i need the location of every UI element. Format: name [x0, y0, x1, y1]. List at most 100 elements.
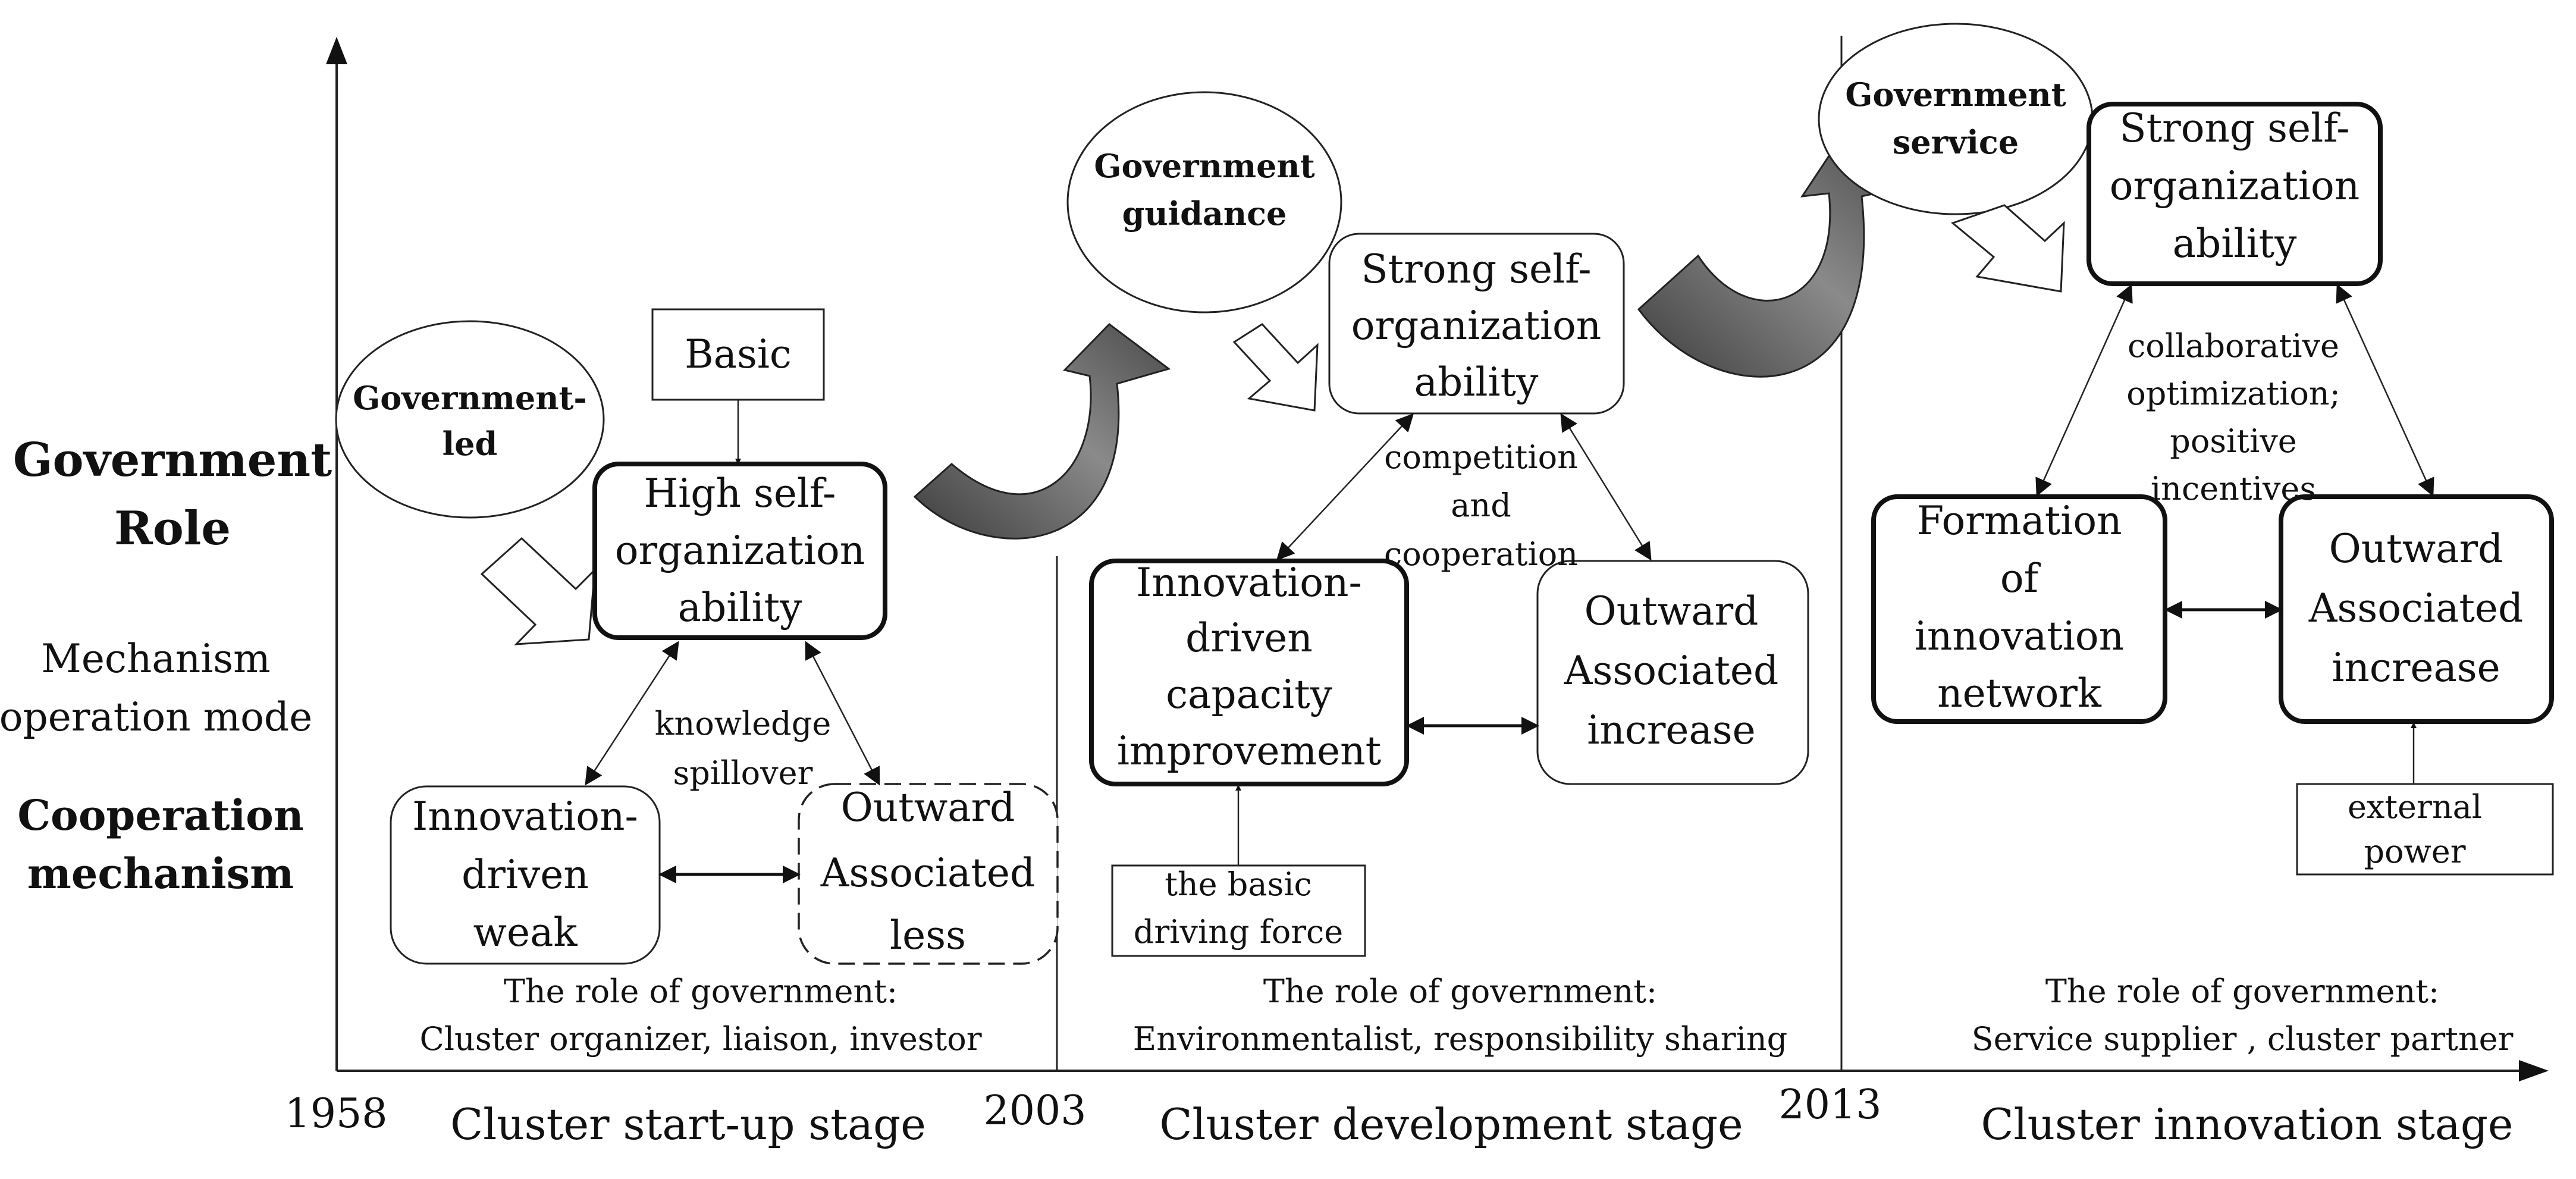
- outward-associated-increase-box-stage2: [1536, 560, 1809, 785]
- outward-associated-less-text: Outward Associated less: [820, 785, 1035, 958]
- mechanism-operation-mode-label: Mechanism operation mode: [0, 636, 312, 740]
- outward-associated-increase-text-stage3: Outward Associated increase: [2308, 526, 2523, 691]
- svg-text:power: power: [2364, 833, 2465, 870]
- svg-text:external: external: [2348, 788, 2482, 826]
- basic-box-label: Basic: [685, 331, 792, 377]
- svg-text:Environmentalist, responsibili: Environmentalist, responsibility sharing: [1133, 1020, 1787, 1058]
- svg-text:service: service: [1893, 123, 2019, 161]
- year-2013: 2013: [1778, 1081, 1881, 1128]
- svg-text:Outward: Outward: [2329, 526, 2503, 572]
- svg-text:led: led: [443, 425, 498, 463]
- svg-text:knowledge: knowledge: [655, 705, 832, 742]
- innovation-capacity-box: [1089, 559, 1409, 786]
- svg-text:Outward: Outward: [1584, 588, 1759, 634]
- svg-text:mechanism: mechanism: [27, 849, 294, 898]
- core-to-outward-arrow: [805, 641, 880, 786]
- svg-text:driven: driven: [1185, 615, 1313, 661]
- svg-text:driving force: driving force: [1134, 913, 1343, 951]
- stage-startup-label: Cluster start-up stage: [450, 1099, 926, 1149]
- svg-text:capacity: capacity: [1166, 672, 1333, 717]
- y-axis-arrowhead: [326, 37, 347, 64]
- svg-text:cooperation: cooperation: [1384, 535, 1578, 573]
- svg-text:Role: Role: [114, 501, 231, 556]
- government-led-text: Government- led: [353, 379, 587, 463]
- svg-text:Government: Government: [1094, 147, 1314, 185]
- government-role-label: Government Role: [13, 433, 332, 556]
- cooperation-mechanism-label: Cooperation mechanism: [17, 791, 303, 898]
- svg-text:Strong self-: Strong self-: [1361, 246, 1591, 292]
- svg-text:the basic: the basic: [1165, 866, 1312, 903]
- svg-text:positive: positive: [2170, 422, 2297, 460]
- svg-text:driven: driven: [462, 852, 589, 898]
- hollow-arrow-stage2: [1232, 323, 1319, 412]
- svg-text:High self-: High self-: [644, 471, 836, 516]
- stage1-role-caption: The role of government: Cluster organize…: [419, 973, 981, 1058]
- svg-text:Innovation-: Innovation-: [412, 794, 638, 839]
- svg-text:improvement: improvement: [1117, 728, 1381, 774]
- svg-text:innovation: innovation: [1915, 613, 2124, 659]
- svg-text:Strong self-: Strong self-: [2119, 105, 2349, 151]
- svg-text:Outward: Outward: [841, 785, 1015, 830]
- core-to-innovation-arrow: [585, 641, 679, 786]
- svg-text:ability: ability: [1414, 359, 1539, 405]
- transition-arrow-1: [913, 323, 1171, 540]
- innovation-network-text: Formation of innovation network: [1915, 498, 2124, 716]
- strong-self-organization-text-stage3: Strong self- organization ability: [2110, 105, 2360, 266]
- external-power-box: [2296, 783, 2554, 876]
- hollow-arrow-stage3: [1950, 204, 2065, 293]
- x-axis-arrowhead: [2519, 1060, 2549, 1081]
- high-self-organization-text: High self- organization ability: [615, 471, 865, 631]
- transition-arrow-2: [1637, 138, 1904, 378]
- svg-text:ability: ability: [2173, 221, 2297, 266]
- svg-text:less: less: [890, 913, 966, 958]
- stage-innovation-label: Cluster innovation stage: [1981, 1099, 2513, 1149]
- core-to-innovation-arrow-stage2: [1276, 413, 1414, 561]
- svg-text:Associated: Associated: [820, 850, 1035, 896]
- svg-text:of: of: [2000, 556, 2041, 601]
- core-to-outward-arrow-stage2: [1560, 413, 1652, 561]
- external-power-text: external power: [2348, 788, 2482, 870]
- year-1958: 1958: [284, 1090, 387, 1137]
- innovation-driven-weak-text: Innovation- driven weak: [412, 794, 638, 955]
- svg-text:Associated: Associated: [2308, 585, 2523, 631]
- svg-text:optimization;: optimization;: [2126, 375, 2340, 412]
- government-service-ellipse: [1818, 23, 2094, 215]
- svg-text:The role of government:: The role of government:: [504, 973, 898, 1010]
- svg-text:network: network: [1937, 670, 2102, 716]
- stage3-role-caption: The role of government: Service supplier…: [1972, 973, 2514, 1058]
- high-self-organization-box: [592, 462, 887, 640]
- government-service-text: Government service: [1845, 76, 2066, 161]
- svg-text:organization: organization: [1351, 303, 1602, 349]
- svg-text:organization: organization: [615, 528, 865, 573]
- basic-box: [651, 308, 825, 401]
- svg-text:Government: Government: [1845, 76, 2066, 114]
- svg-text:spillover: spillover: [673, 754, 813, 792]
- core-to-outward-arrow-stage3: [2336, 284, 2434, 497]
- svg-text:increase: increase: [2332, 645, 2500, 691]
- competition-cooperation-label: competition and cooperation: [1384, 438, 1578, 573]
- outward-associated-increase-text-stage2: Outward Associated increase: [1564, 588, 1778, 753]
- year-2003: 2003: [983, 1087, 1086, 1134]
- basic-driving-force-text: the basic driving force: [1134, 866, 1343, 951]
- svg-text:increase: increase: [1587, 707, 1755, 753]
- svg-text:Formation: Formation: [1916, 498, 2122, 544]
- government-guidance-ellipse: [1066, 91, 1342, 313]
- svg-text:Innovation-: Innovation-: [1136, 560, 1362, 606]
- svg-text:collaborative: collaborative: [2128, 327, 2339, 365]
- core-to-network-arrow: [2035, 284, 2133, 497]
- innovation-capacity-text: Innovation- driven capacity improvement: [1117, 560, 1381, 774]
- hollow-arrow-stage1: [480, 537, 596, 645]
- svg-text:The role of government:: The role of government:: [2045, 973, 2439, 1010]
- svg-text:The role of government:: The role of government:: [1263, 973, 1657, 1010]
- svg-text:organization: organization: [2110, 163, 2360, 209]
- strong-self-organization-text-stage2: Strong self- organization ability: [1351, 246, 1602, 405]
- svg-text:Government: Government: [13, 433, 332, 487]
- svg-text:operation mode: operation mode: [0, 694, 312, 740]
- svg-text:ability: ability: [678, 585, 802, 631]
- stage2-role-caption: The role of government: Environmentalist…: [1133, 973, 1787, 1058]
- svg-text:Government-: Government-: [353, 379, 587, 417]
- government-guidance-text: Government guidance: [1094, 147, 1314, 233]
- collaborative-optimization-label: collaborative optimization; positive inc…: [2126, 327, 2340, 507]
- svg-text:Cluster organizer, liaison, in: Cluster organizer, liaison, investor: [419, 1020, 981, 1058]
